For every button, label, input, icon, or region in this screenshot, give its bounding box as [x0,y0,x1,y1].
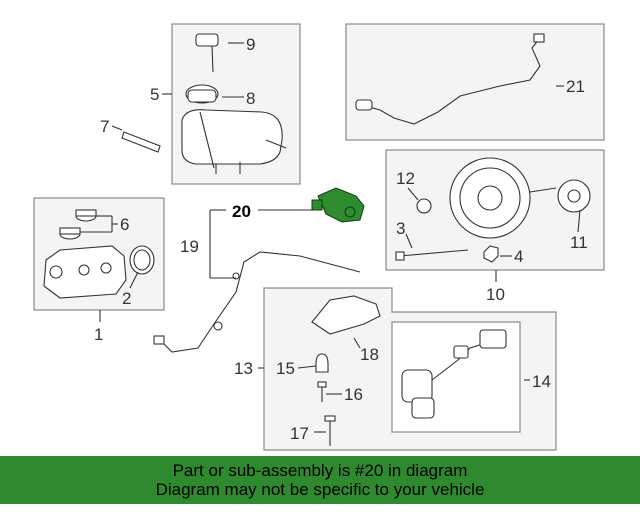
callout-11: 11 [570,233,588,252]
reservoir-sensor-part [195,33,219,73]
callout-16: 16 [344,385,363,404]
callout-6: 6 [120,215,129,234]
callout-3: 3 [396,219,405,238]
hex-nut-part [483,245,499,263]
callout-21: 21 [566,77,585,96]
pump-bracket-part [311,295,381,335]
banner-line-2: Diagram may not be specific to your vehi… [155,480,485,499]
pump-bolt-part [324,415,336,446]
vacuum-tube-part [355,33,545,125]
o-ring-part [129,245,155,275]
master-cylinder-part [43,245,127,299]
callout-7: 7 [100,117,109,136]
brake-booster-part [449,157,557,239]
callout-4: 4 [514,247,523,266]
callout-1: 1 [94,325,103,344]
vacuum-hose-part [153,251,361,353]
vacuum-pump-part [401,329,507,419]
sensor-pin-part [121,131,161,153]
callout-15: 15 [276,359,295,378]
banner-line-1: Part or sub-assembly is #20 in diagram [172,461,468,480]
callout-13: 13 [234,359,253,378]
callout-5: 5 [150,85,159,104]
callout-8: 8 [246,89,255,108]
callout-2: 2 [122,289,131,308]
callout-14: 14 [532,372,551,391]
reservoir-tank-part [181,109,287,174]
stud-bolt-part [395,249,469,261]
reservoir-cap-part [185,84,219,104]
check-valve-part-highlighted[interactable] [311,187,365,223]
grommet-part [315,353,329,373]
callout-10: 10 [486,285,505,304]
callout-18: 18 [360,345,379,364]
callout-20[interactable]: 20 [232,202,251,221]
callout-9: 9 [246,35,255,54]
parts-diagram: 9 8 5 7 6 2 1 21 12 11 3 4 10 19 20 13 1… [33,23,605,451]
pump-screw-part [317,381,327,402]
callout-lines [80,42,581,433]
callout-17: 17 [290,424,309,443]
callout-19: 19 [180,237,199,256]
nut-part [416,198,432,214]
info-banner: Part or sub-assembly is #20 in diagram D… [0,456,640,504]
callout-12: 12 [396,169,415,188]
vacuum-tube-box [345,23,605,141]
gasket-part [557,179,591,213]
